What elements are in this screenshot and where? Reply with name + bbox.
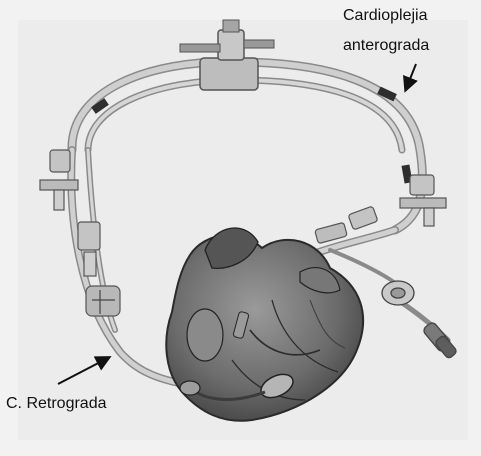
retrograde-label: C. Retrograda: [6, 394, 107, 414]
antegrade-label-line2: anterograda: [343, 36, 429, 56]
antegrade-label-line1: Cardioplejia: [343, 6, 428, 26]
